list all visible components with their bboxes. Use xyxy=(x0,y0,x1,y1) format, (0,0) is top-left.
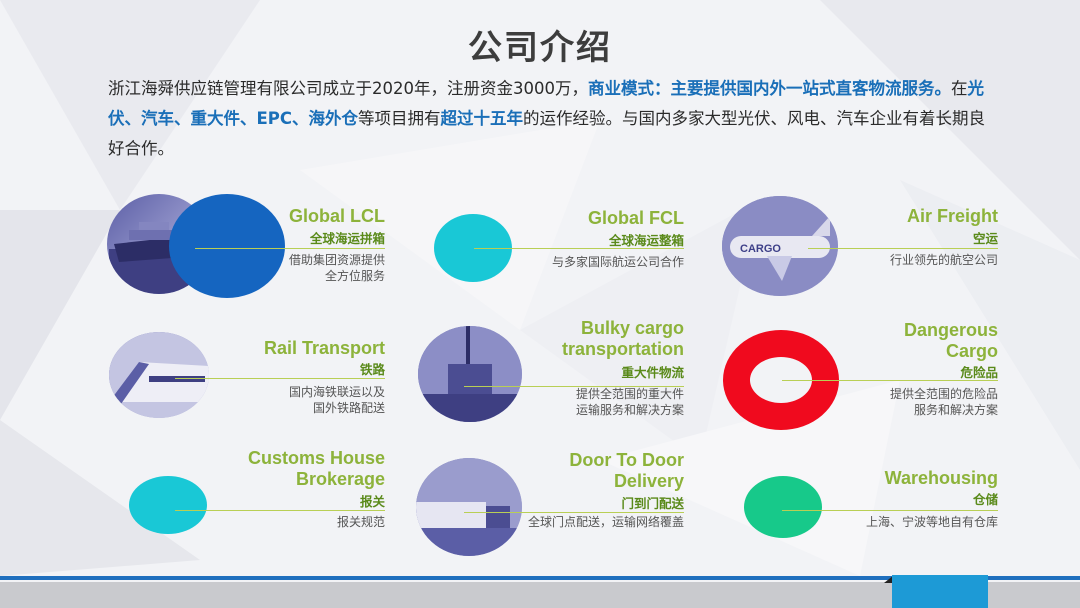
cargo-label: CARGO xyxy=(740,243,781,255)
service-customs-brokerage: Customs House Brokerage 报关 报关规范 xyxy=(85,448,385,558)
service-title-en: Bulky cargo transportation xyxy=(562,318,684,360)
divider-line xyxy=(175,378,385,379)
title-line-1: Customs House xyxy=(247,448,385,468)
divider-line xyxy=(808,248,998,249)
service-desc: 全球门点配送，运输网络覆盖 xyxy=(528,514,684,530)
footer-corner xyxy=(884,575,894,583)
desc-line-1: 提供全范围的重大件 xyxy=(575,387,684,401)
divider-line xyxy=(782,510,998,511)
desc-line-1: 全球门点配送，运输网络覆盖 xyxy=(527,515,684,529)
desc-line-1: 行业领先的航空公司 xyxy=(889,253,998,267)
green-circle-icon xyxy=(744,476,822,538)
service-desc: 上海、宁波等地自有仓库 xyxy=(866,514,998,530)
divider-line xyxy=(474,248,684,249)
desc-line-1: 上海、宁波等地自有仓库 xyxy=(865,515,998,529)
service-title-en: Global FCL xyxy=(588,208,684,228)
train-image xyxy=(109,332,209,418)
service-dangerous-cargo: Dangerous Cargo 危险品 提供全范围的危险品 服务和解决方案 xyxy=(698,318,998,430)
divider-line xyxy=(782,380,998,381)
service-air-freight: CARGO Air Freight 空运 行业领先的航空公司 xyxy=(698,192,998,302)
service-title-cn: 全球海运整箱 xyxy=(608,233,684,248)
footer-accent-line xyxy=(0,576,1080,580)
service-desc: 提供全范围的危险品 服务和解决方案 xyxy=(890,386,998,418)
desc-line-1: 报关规范 xyxy=(336,515,385,529)
cyan-circle-icon xyxy=(129,476,207,534)
company-intro: 浙江海舜供应链管理有限公司成立于2020年，注册资金3000万，商业模式：主要提… xyxy=(108,74,988,164)
intro-text-1: 浙江海舜供应链管理有限公司成立于2020年，注册资金3000万， xyxy=(108,79,588,98)
service-title-cn: 空运 xyxy=(972,231,998,246)
service-title-cn: 铁路 xyxy=(359,362,385,377)
desc-line-1: 国内海铁联运以及 xyxy=(288,385,385,399)
service-title-en: Rail Transport xyxy=(263,338,385,358)
title-line-1: Bulky cargo xyxy=(580,318,684,338)
page-title: 公司介绍 xyxy=(468,28,612,68)
crane-image xyxy=(418,326,522,422)
divider-line xyxy=(175,510,385,511)
footer-blue-block xyxy=(892,575,988,608)
intro-text-3: 等项目拥有 xyxy=(357,109,441,128)
truck-image xyxy=(416,458,522,556)
desc-line-2: 国外铁路配送 xyxy=(312,401,385,415)
service-title-cn: 门到门配送 xyxy=(621,496,684,511)
desc-line-2: 服务和解决方案 xyxy=(913,403,998,417)
divider-line xyxy=(195,248,385,249)
service-desc: 提供全范围的重大件 运输服务和解决方案 xyxy=(576,386,684,418)
service-title-en: Air Freight xyxy=(906,206,998,226)
service-title-cn: 危险品 xyxy=(960,365,998,380)
service-desc: 国内海铁联运以及 国外铁路配送 xyxy=(289,384,385,416)
desc-line-1: 借助集团资源提供 xyxy=(288,253,385,267)
service-desc: 行业领先的航空公司 xyxy=(890,252,998,268)
divider-line xyxy=(464,512,684,513)
service-title-en: Customs House Brokerage xyxy=(248,448,385,490)
desc-line-2: 运输服务和解决方案 xyxy=(575,403,684,417)
service-global-lcl: Global LCL 全球海运拼箱 借助集团资源提供 全方位服务 xyxy=(85,192,385,302)
intro-highlight-1: 商业模式：主要提供国内外一站式直客物流服务。 xyxy=(587,79,951,98)
title-line-1: Dangerous xyxy=(903,320,998,340)
desc-line-1: 与多家国际航运公司合作 xyxy=(551,255,684,269)
intro-highlight-3: 超过十五年 xyxy=(440,109,523,128)
service-desc: 报关规范 xyxy=(337,514,385,530)
service-bulky-cargo: Bulky cargo transportation 重大件物流 提供全范围的重… xyxy=(384,318,684,428)
service-warehousing: Warehousing 仓储 上海、宁波等地自有仓库 xyxy=(698,460,998,570)
service-desc: 与多家国际航运公司合作 xyxy=(552,254,684,270)
title-line-2: transportation xyxy=(561,339,684,359)
service-title-cn: 报关 xyxy=(359,494,385,509)
service-title-cn: 重大件物流 xyxy=(621,365,684,380)
intro-highlight-2: 光伏、汽车、重大件、EPC、海外仓 xyxy=(108,79,984,128)
airplane-image: CARGO xyxy=(722,196,838,296)
intro-text-4: 的运作经验。与国内多家大型光伏、风电、汽车企业有着长期良好合作。 xyxy=(108,109,985,158)
title-line-2: Brokerage xyxy=(295,469,385,489)
service-title-cn: 仓储 xyxy=(972,492,998,507)
blue-circle-icon xyxy=(169,194,285,298)
service-title-en: Door To Door Delivery xyxy=(569,450,684,492)
service-title-en: Global LCL xyxy=(289,206,385,226)
service-title-en: Dangerous Cargo xyxy=(904,320,998,362)
title-line-1: Door To Door xyxy=(569,450,684,470)
service-global-fcl: Global FCL 全球海运整箱 与多家国际航运公司合作 xyxy=(384,192,684,302)
divider-line xyxy=(464,386,684,387)
title-line-2: Delivery xyxy=(613,471,684,491)
service-rail-transport: Rail Transport 铁路 国内海铁联运以及 国外铁路配送 xyxy=(85,330,385,440)
intro-text-2: 在 xyxy=(950,79,968,98)
service-desc: 借助集团资源提供 全方位服务 xyxy=(289,252,385,284)
service-title-cn: 全球海运拼箱 xyxy=(309,231,385,246)
service-door-to-door: Door To Door Delivery 门到门配送 全球门点配送，运输网络覆… xyxy=(384,450,684,560)
service-title-en: Warehousing xyxy=(884,468,998,488)
desc-line-2: 全方位服务 xyxy=(324,269,385,283)
title-line-2: Cargo xyxy=(945,341,998,361)
desc-line-1: 提供全范围的危险品 xyxy=(889,387,998,401)
